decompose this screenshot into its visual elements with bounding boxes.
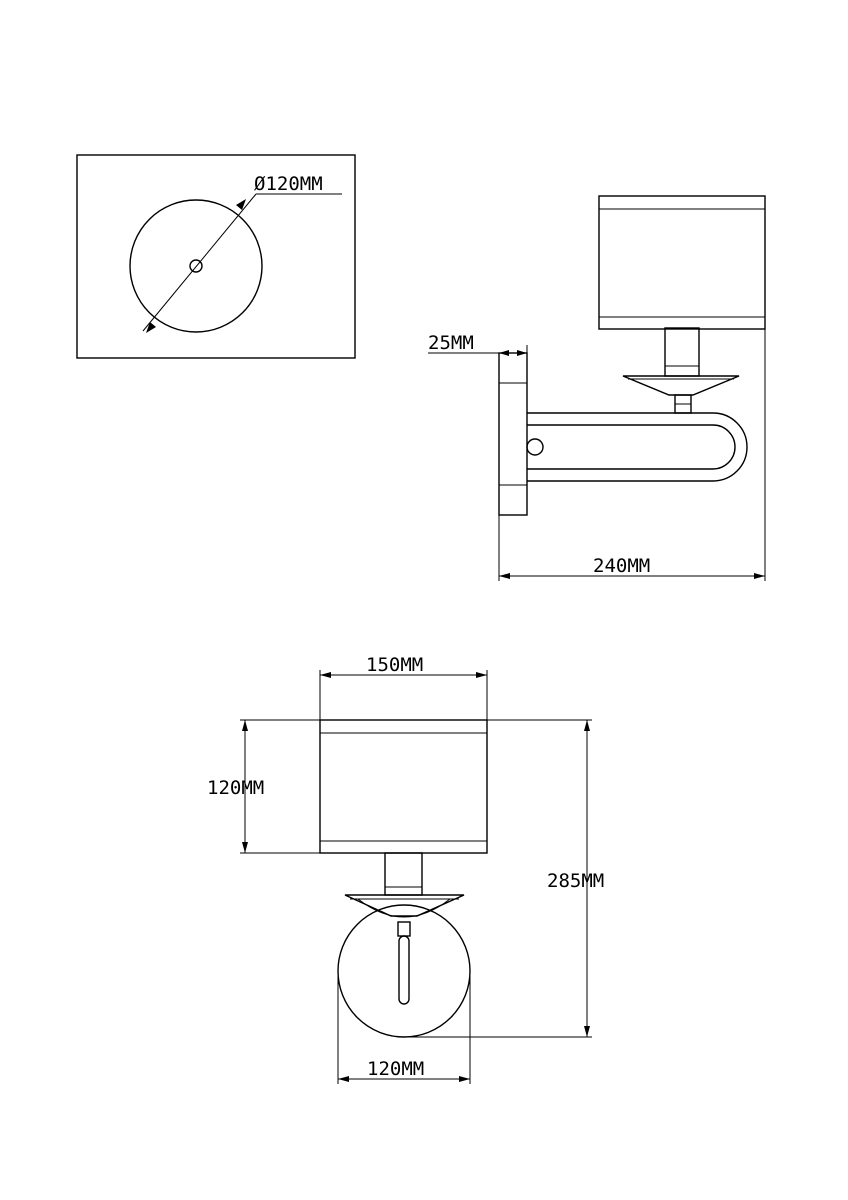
- globe-width-label: 120MM: [367, 1058, 424, 1080]
- diameter-label: Ø120MM: [254, 173, 323, 195]
- side-cup: [622, 375, 740, 396]
- diameter-arrow-high: [236, 199, 246, 210]
- diameter-dimension-line: [142, 193, 257, 332]
- shade-height-label: 120MM: [207, 777, 264, 799]
- front-stem: [384, 852, 423, 896]
- side-stem: [664, 327, 700, 377]
- wall-plate-view: Ø120MM: [76, 154, 356, 359]
- shade-width-label: 150MM: [366, 654, 423, 676]
- total-height-label: 285MM: [547, 870, 604, 892]
- side-arm-screw: [526, 438, 544, 456]
- wall-plate-center-hole: [189, 259, 203, 273]
- projection-label: 240MM: [593, 555, 650, 577]
- wall-plate-frame: [76, 154, 356, 359]
- side-shade: [598, 195, 766, 330]
- plate-depth-label: 25MM: [428, 332, 474, 354]
- side-view: 25MM 240MM: [428, 195, 766, 581]
- front-globe: [337, 904, 471, 1038]
- side-arm-outer: [527, 412, 748, 482]
- side-wall-plate: [498, 352, 528, 516]
- side-arm-inner: [527, 424, 736, 470]
- diameter-arrow-low: [146, 322, 156, 333]
- wall-plate-disc: [129, 199, 263, 333]
- front-bulb-holder: [397, 921, 411, 937]
- front-view: 150MM 120MM 285MM 120MM: [207, 654, 604, 1084]
- front-shade: [319, 719, 488, 854]
- front-bulb: [398, 935, 410, 1005]
